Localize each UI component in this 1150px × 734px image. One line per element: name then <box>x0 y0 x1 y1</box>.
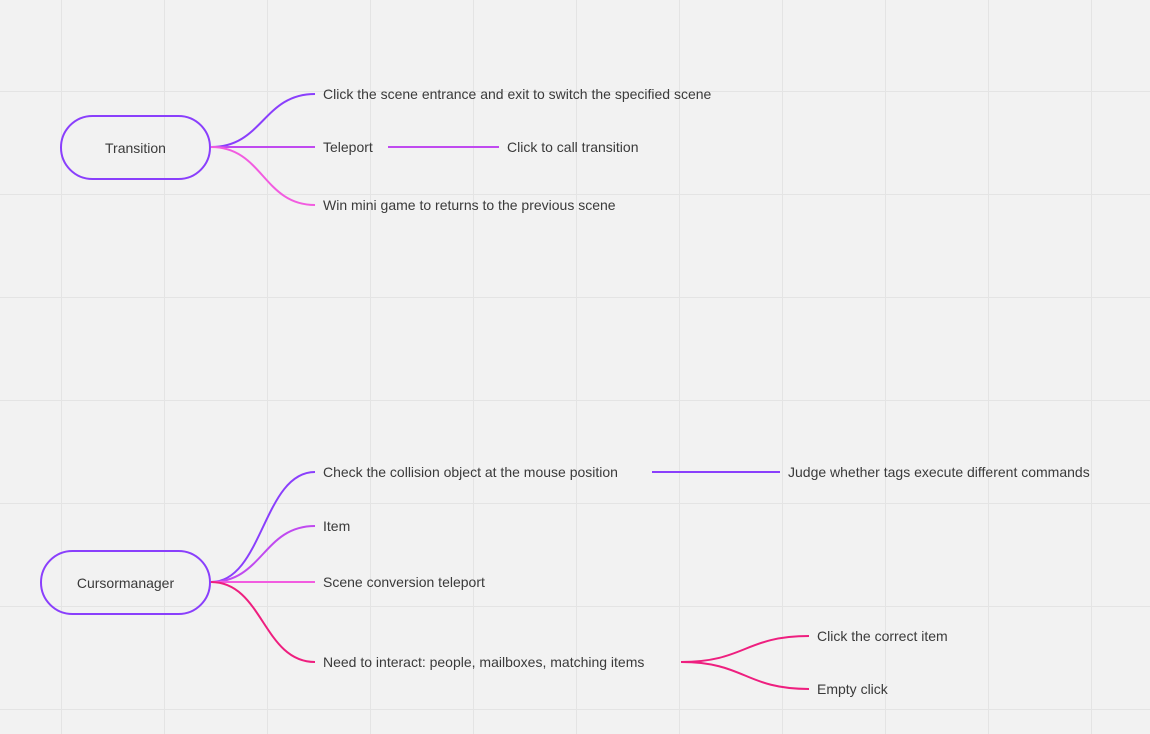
branch-item[interactable]: Item <box>323 518 351 534</box>
branch-scene-entrance-exit[interactable]: Click the scene entrance and exit to swi… <box>323 86 712 102</box>
branch-scene-conversion-teleport[interactable]: Scene conversion teleport <box>323 574 485 590</box>
connector-interact-correct-item <box>680 635 810 663</box>
branch-need-to-interact[interactable]: Need to interact: people, mailboxes, mat… <box>323 654 645 670</box>
leaf-judge-tags[interactable]: Judge whether tags execute different com… <box>788 464 1090 480</box>
connector-transition-mini-game <box>210 146 316 206</box>
branch-teleport[interactable]: Teleport <box>323 139 373 155</box>
root-node-transition[interactable]: Transition <box>60 115 211 180</box>
branch-check-collision[interactable]: Check the collision object at the mouse … <box>323 464 618 480</box>
branch-win-mini-game[interactable]: Win mini game to returns to the previous… <box>323 197 616 213</box>
connector-cursor-interact <box>210 581 316 663</box>
connector-cursor-collision <box>210 471 316 583</box>
connector-interact-empty-click <box>680 661 810 690</box>
root-node-label: Cursormanager <box>76 574 175 591</box>
leaf-empty-click[interactable]: Empty click <box>817 681 888 697</box>
root-node-label: Transition <box>105 139 166 156</box>
root-node-cursormanager[interactable]: Cursormanager <box>40 550 211 615</box>
leaf-click-to-call-transition[interactable]: Click to call transition <box>507 139 639 155</box>
connector-cursor-item <box>210 525 316 583</box>
leaf-click-correct-item[interactable]: Click the correct item <box>817 628 948 644</box>
connector-transition-entrance-exit <box>210 93 316 148</box>
